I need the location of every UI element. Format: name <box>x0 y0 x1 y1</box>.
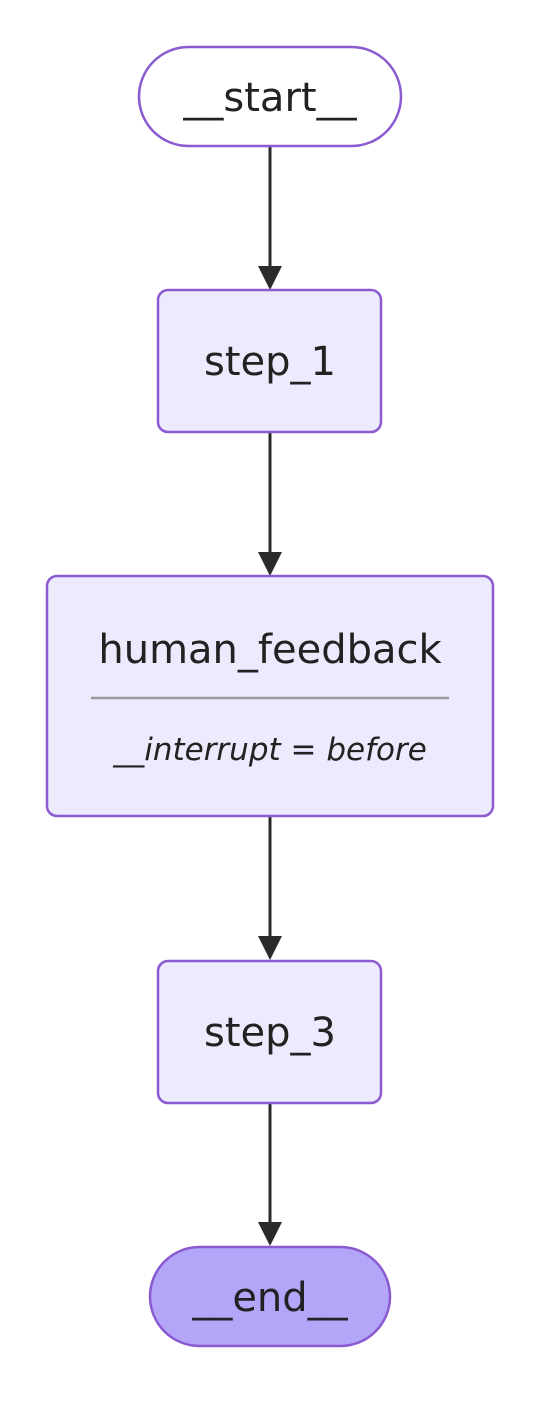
edge-human_feedback-to-step_3 <box>258 816 282 960</box>
node-step_1[interactable]: step_1 <box>156 288 383 434</box>
edge-step_1-to-human_feedback <box>258 432 282 576</box>
edge-start-to-step_1 <box>258 147 282 290</box>
node-end-label: __end__ <box>191 1275 348 1321</box>
node-human_feedback[interactable]: human_feedback __interrupt = before <box>45 574 495 818</box>
edge-step_3-to-end <box>258 1103 282 1246</box>
node-end[interactable]: __end__ <box>148 1245 392 1348</box>
node-human_feedback-note: __interrupt = before <box>112 732 427 768</box>
node-start-label: __start__ <box>182 75 357 121</box>
node-step_3-label: step_3 <box>204 1010 336 1056</box>
node-human_feedback-label: human_feedback <box>98 627 442 673</box>
node-step_3[interactable]: step_3 <box>156 959 383 1105</box>
edges <box>258 147 282 1246</box>
node-start[interactable]: __start__ <box>137 45 403 148</box>
node-step_1-label: step_1 <box>204 339 336 385</box>
